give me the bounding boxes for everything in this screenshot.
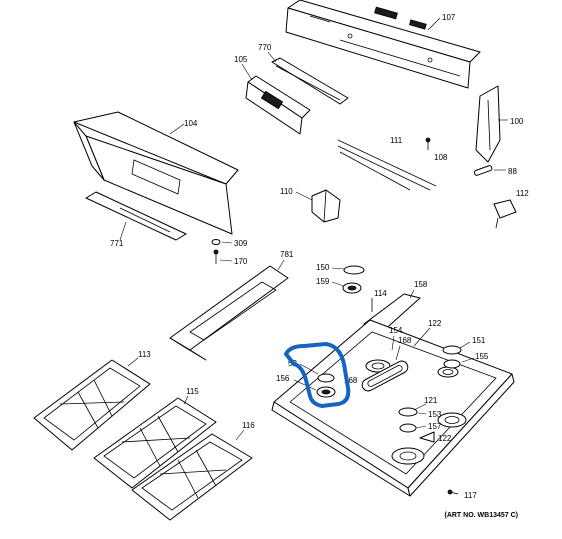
callout-122-lower: 122 — [438, 434, 452, 443]
callout-114: 114 — [374, 289, 387, 298]
callout-100: 100 — [510, 117, 524, 126]
callout-153: 153 — [428, 410, 442, 419]
part-88-clip — [473, 165, 493, 176]
highlight-outline — [284, 342, 351, 408]
callout-88: 88 — [508, 167, 517, 176]
part-168-oval-burner — [361, 360, 409, 392]
part-781-griddle — [169, 265, 289, 361]
callout-309: 309 — [234, 239, 248, 248]
art-number-caption: (ART NO. WB13457 C) — [444, 512, 518, 519]
part-155-burner-head — [443, 359, 461, 369]
callout-158: 158 — [414, 280, 428, 289]
part-104-backsplash — [73, 111, 239, 235]
callout-112: 112 — [516, 189, 529, 198]
part-117-screw — [447, 489, 459, 495]
part-113-grate — [33, 359, 151, 451]
part-151-burner-cap — [442, 345, 462, 355]
callout-781: 781 — [280, 250, 294, 259]
callout-151: 151 — [472, 336, 486, 345]
callout-111: 111 — [390, 136, 403, 145]
callout-771: 771 — [110, 239, 124, 248]
callout-154: 154 — [389, 326, 403, 335]
part-112-valve — [493, 199, 517, 229]
callout-159: 159 — [316, 277, 330, 286]
part-159-burner-head — [342, 282, 362, 294]
part-771-trim — [85, 191, 187, 241]
part-156-burner-head — [316, 386, 336, 398]
burner-right-rear — [437, 366, 459, 378]
callout-105: 105 — [234, 55, 248, 64]
part-150-burner-cap — [343, 265, 365, 275]
callout-107: 107 — [442, 13, 456, 22]
part-170-screw — [213, 249, 219, 264]
callout-157: 157 — [428, 422, 442, 431]
part-115-grate — [93, 397, 217, 489]
part-108-screw — [425, 137, 431, 150]
callout-150: 150 — [316, 263, 330, 272]
burner-left-front — [391, 447, 425, 465]
part-770-bracket — [271, 57, 349, 105]
callout-156: 156 — [276, 374, 290, 383]
callout-168-lower: 168 — [344, 376, 358, 385]
callout-113: 113 — [138, 350, 151, 359]
part-105-control-board — [245, 75, 311, 135]
callout-104: 104 — [184, 119, 198, 128]
callout-155: 155 — [475, 352, 489, 361]
callout-122-top: 122 — [428, 319, 442, 328]
part-116-grate — [131, 433, 253, 521]
part-157-head — [399, 423, 417, 433]
burner-right-front — [437, 412, 467, 428]
part-52-burner-cap — [317, 373, 335, 383]
callout-116: 116 — [242, 421, 255, 430]
callout-121: 121 — [424, 396, 438, 405]
part-122-electrode — [419, 431, 435, 443]
callout-115: 115 — [186, 387, 199, 396]
part-111-wire-harness — [337, 139, 437, 191]
callout-770: 770 — [258, 43, 272, 52]
callout-168-top: 168 — [398, 336, 412, 345]
callout-117: 117 — [464, 491, 477, 500]
callout-170: 170 — [234, 257, 248, 266]
part-153-cap — [398, 407, 418, 417]
part-107-rear-panel — [285, 0, 481, 89]
callout-110: 110 — [280, 187, 293, 196]
part-100-end-cap — [475, 85, 501, 163]
part-309-washer — [211, 239, 221, 245]
callout-108: 108 — [434, 153, 448, 162]
part-110-switch — [311, 189, 341, 223]
